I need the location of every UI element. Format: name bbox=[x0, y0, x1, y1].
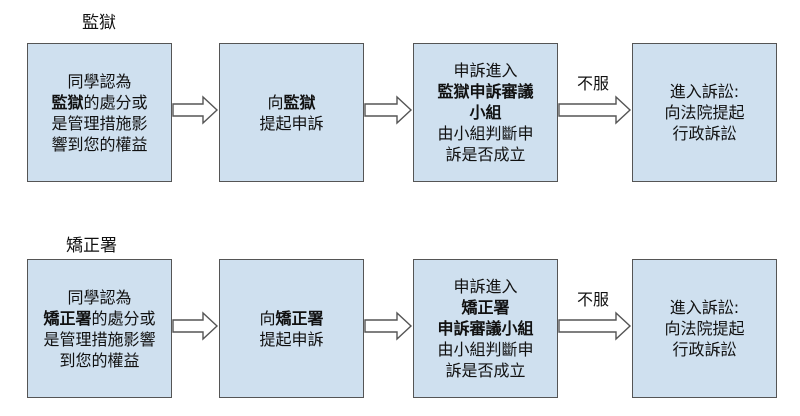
box-line: 向法院提起 bbox=[637, 102, 772, 123]
text: 向法院提起 bbox=[664, 103, 745, 122]
box-line: 矯正署的處分或 bbox=[32, 308, 167, 329]
text: 進入訴訟: bbox=[669, 298, 740, 317]
arrow-prison-1 bbox=[172, 95, 219, 125]
text: 的處分或 bbox=[91, 308, 156, 328]
box-line: 申訴進入 bbox=[418, 60, 553, 81]
step-prison-1: 同學認為監獄的處分或是管理措施影響到您的權益 bbox=[27, 43, 172, 182]
arrow-label-prison-objection: 不服 bbox=[577, 74, 610, 93]
text: 提起申訴 bbox=[259, 329, 324, 349]
box-line: 行政訴訟 bbox=[637, 339, 772, 360]
step-prison-4: 進入訴訟: 向法院提起行政訴訟 bbox=[632, 43, 777, 182]
box-line: 訴是否成立 bbox=[418, 360, 553, 381]
box-line: 同學認為 bbox=[32, 287, 167, 308]
box-line: 進入訴訟: bbox=[637, 297, 772, 318]
text: 行政訴訟 bbox=[672, 340, 737, 359]
box-line: 申訴進入 bbox=[418, 276, 553, 297]
text: 向法院提起 bbox=[664, 319, 745, 338]
arrow-label-correction-objection: 不服 bbox=[577, 290, 610, 309]
text: 是管理措施影 bbox=[51, 113, 148, 133]
box-line: 申訴審議小組 bbox=[418, 318, 553, 339]
step-prison-3: 申訴進入監獄申訴審議小組由小組判斷申訴是否成立 bbox=[413, 43, 558, 182]
section-label-prison: 監獄 bbox=[82, 13, 116, 33]
arrow-correction-1 bbox=[172, 311, 219, 341]
text: 進入訴訟: bbox=[669, 82, 740, 101]
box-line: 訴是否成立 bbox=[418, 144, 553, 165]
box-line: 同學認為 bbox=[32, 71, 167, 92]
box-line: 是管理措施影響 bbox=[32, 329, 167, 350]
step-correction-3: 申訴進入矯正署申訴審議小組由小組判斷申訴是否成立 bbox=[413, 259, 558, 398]
arrow-prison-3 bbox=[558, 95, 632, 125]
box-line: 由小組判斷申 bbox=[418, 123, 553, 144]
box-line: 到您的權益 bbox=[32, 350, 167, 371]
section-label-correction-agency: 矯正署 bbox=[66, 236, 117, 256]
box-line: 響到您的權益 bbox=[32, 134, 167, 155]
text: 向 bbox=[259, 308, 276, 328]
text: 申訴進入 bbox=[453, 277, 518, 296]
text: 同學認為 bbox=[67, 71, 132, 91]
bold-text: 監獄 bbox=[51, 92, 84, 112]
bold-text: 矯正署 bbox=[43, 308, 92, 328]
text: 由小組判斷申 bbox=[437, 124, 534, 143]
box-line: 監獄的處分或 bbox=[32, 92, 167, 113]
text: 行政訴訟 bbox=[672, 124, 737, 143]
arrow-prison-2 bbox=[364, 95, 413, 125]
text: 同學認為 bbox=[67, 287, 132, 307]
box-line: 向法院提起 bbox=[637, 318, 772, 339]
box-line: 小組 bbox=[418, 102, 553, 123]
box-line: 向監獄 bbox=[224, 92, 359, 113]
arrow-correction-3 bbox=[558, 311, 632, 341]
bold-text: 小組 bbox=[469, 103, 502, 122]
box-line: 進入訴訟: bbox=[637, 81, 772, 102]
text: 申訴進入 bbox=[453, 61, 518, 80]
text: 響到您的權益 bbox=[51, 134, 148, 154]
box-line: 監獄申訴審議 bbox=[418, 81, 553, 102]
text: 的處分或 bbox=[83, 92, 148, 112]
bold-text: 矯正署 bbox=[275, 308, 324, 328]
arrow-correction-2 bbox=[364, 311, 413, 341]
box-line: 是管理措施影 bbox=[32, 113, 167, 134]
step-correction-4: 進入訴訟: 向法院提起行政訴訟 bbox=[632, 259, 777, 398]
bold-text: 矯正署 bbox=[461, 298, 510, 317]
step-correction-1: 同學認為矯正署的處分或是管理措施影響到您的權益 bbox=[27, 259, 172, 398]
box-line: 行政訴訟 bbox=[637, 123, 772, 144]
box-line: 提起申訴 bbox=[224, 113, 359, 134]
text: 提起申訴 bbox=[259, 113, 324, 133]
text: 訴是否成立 bbox=[445, 145, 526, 164]
text: 是管理措施影響 bbox=[43, 329, 156, 349]
text: 到您的權益 bbox=[59, 350, 140, 370]
bold-text: 申訴審議小組 bbox=[437, 319, 534, 338]
step-correction-2: 向矯正署提起申訴 bbox=[219, 259, 364, 398]
text: 向 bbox=[267, 92, 284, 112]
text: 由小組判斷申 bbox=[437, 340, 534, 359]
bold-text: 監獄申訴審議 bbox=[437, 82, 534, 101]
box-line: 矯正署 bbox=[418, 297, 553, 318]
box-line: 由小組判斷申 bbox=[418, 339, 553, 360]
step-prison-2: 向監獄提起申訴 bbox=[219, 43, 364, 182]
bold-text: 監獄 bbox=[283, 92, 316, 112]
box-line: 向矯正署 bbox=[224, 308, 359, 329]
box-line: 提起申訴 bbox=[224, 329, 359, 350]
text: 訴是否成立 bbox=[445, 361, 526, 380]
